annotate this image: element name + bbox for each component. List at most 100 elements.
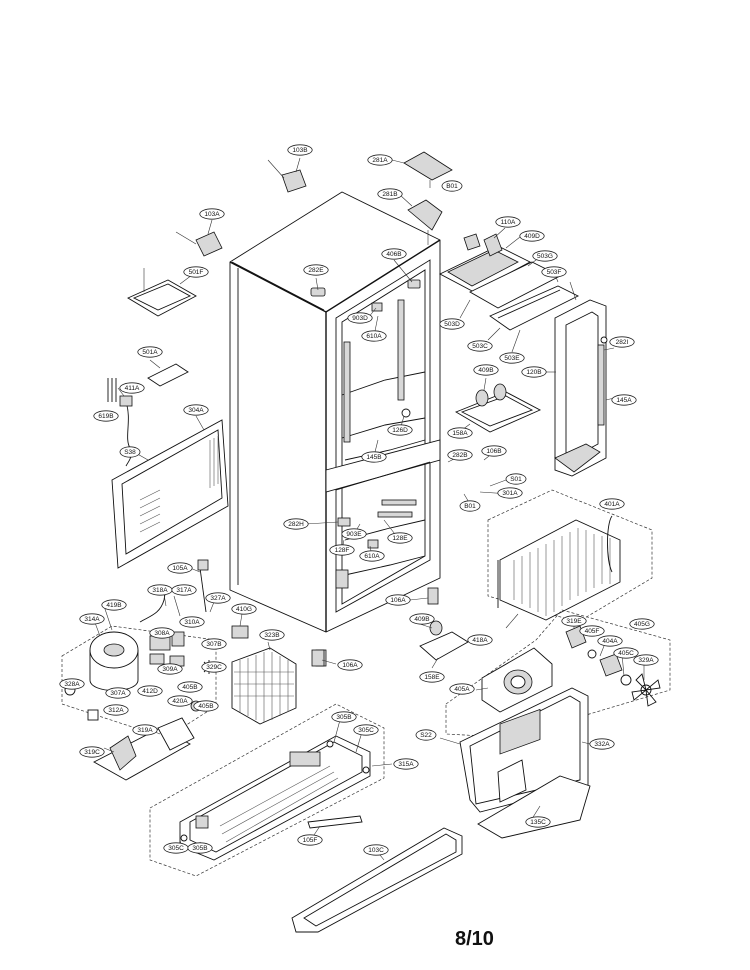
part-label-text: 158A: [452, 430, 468, 437]
part-label-405a: 405A: [449, 683, 475, 695]
part-label-text: 328A: [64, 681, 80, 688]
part-label-281a: 281A: [367, 154, 393, 166]
part-label-282h: 282H: [283, 518, 309, 530]
part-label-text: 405C: [618, 650, 634, 657]
part-label-text: 105F: [303, 837, 318, 844]
part-label-text: 404A: [602, 638, 618, 645]
rod-105f: [307, 815, 363, 839]
part-label-text: 619B: [98, 413, 113, 420]
part-label-text: 307B: [206, 641, 221, 648]
part-label-text: 503G: [537, 253, 553, 260]
part-label-332a: 332A: [589, 738, 615, 750]
part-label-329c: 329C: [201, 661, 227, 673]
control-panel-assembly: [439, 227, 580, 353]
evap-fan-motor: [565, 620, 661, 707]
part-label-304a: 304A: [183, 404, 209, 416]
part-label-text: 106A: [342, 662, 358, 669]
part-label-409d: 409D: [519, 230, 545, 242]
part-label-610a: 610A: [361, 330, 387, 342]
part-label-106a: 106A: [385, 594, 411, 606]
part-label-b01: B01: [441, 180, 463, 192]
part-label-text: B01: [464, 503, 476, 510]
part-label-412d: 412D: [137, 685, 163, 697]
part-label-text: 401A: [604, 501, 620, 508]
pcb-501a: [147, 359, 189, 387]
part-label-text: 106A: [390, 597, 406, 604]
part-label-105f: 105F: [297, 834, 323, 846]
part-label-text: 503F: [547, 269, 562, 276]
part-label-327a: 327A: [205, 592, 231, 604]
part-label-406b: 406B: [381, 248, 407, 260]
part-label-404a: 404A: [597, 635, 623, 647]
part-label-text: 405B: [198, 703, 213, 710]
part-label-text: 126D: [392, 427, 408, 434]
compressor-assembly: [61, 559, 217, 739]
part-label-307b: 307B: [201, 638, 227, 650]
part-label-305c: 305C: [163, 842, 189, 854]
page-number: 8/10: [455, 928, 494, 950]
part-label-text: S22: [420, 732, 432, 739]
part-label-903e: 903E: [341, 528, 367, 540]
part-label-305b: 305B: [187, 842, 213, 854]
part-label-103a: 103A: [199, 208, 225, 220]
part-label-text: 610A: [364, 553, 380, 560]
part-label-128e: 128E: [387, 532, 413, 544]
part-label-text: 305B: [192, 845, 207, 852]
part-label-text: 409B: [414, 616, 429, 623]
part-label-text: 106B: [486, 448, 501, 455]
part-label-418a: 418A: [467, 634, 493, 646]
fan-blade-icon: [631, 673, 661, 707]
part-label-b01: B01: [459, 500, 481, 512]
part-label-409b: 409B: [473, 364, 499, 376]
evaporator-418a: [487, 489, 653, 629]
part-label-307a: 307A: [105, 687, 131, 699]
part-label-text: 319A: [137, 727, 153, 734]
part-label-text: 308A: [154, 630, 170, 637]
part-label-text: 103C: [368, 847, 384, 854]
part-label-text: 405G: [634, 621, 650, 628]
part-label-text: 105A: [172, 565, 188, 572]
part-label-301a: 301A: [497, 487, 523, 499]
part-label-text: 503E: [504, 355, 520, 362]
part-label-409b: 409B: [409, 613, 435, 625]
part-label-145a: 145A: [611, 394, 637, 406]
part-label-text: 501F: [189, 269, 204, 276]
part-label-text: 503C: [472, 343, 488, 350]
part-label-text: 405F: [585, 628, 600, 635]
part-label-314a: 314A: [79, 613, 105, 625]
part-label-503e: 503E: [499, 352, 525, 364]
part-label-text: 110A: [501, 219, 516, 226]
part-label-text: 329A: [638, 657, 654, 664]
part-label-text: 419B: [106, 602, 121, 609]
part-label-103b: 103B: [287, 144, 313, 156]
part-label-318a: 318A: [147, 584, 173, 596]
part-label-158a: 158A: [447, 427, 473, 439]
part-label-503g: 503G: [532, 250, 558, 262]
part-label-s22: S22: [415, 729, 437, 741]
part-label-text: 281B: [382, 191, 397, 198]
part-label-text: B01: [446, 183, 458, 190]
part-label-309a: 309A: [157, 663, 183, 675]
part-label-text: 903D: [352, 315, 368, 322]
compressor-base-319c: [93, 717, 195, 781]
top-hinge-parts: [127, 151, 453, 317]
part-label-319a: 319A: [132, 724, 158, 736]
part-label-410g: 410G: [231, 603, 257, 615]
part-label-501f: 501F: [183, 266, 209, 278]
part-label-411a: 411A: [119, 382, 145, 394]
part-label-310a: 310A: [179, 616, 205, 628]
part-label-282i: 282I: [609, 336, 635, 348]
part-label-text: 282B: [452, 452, 467, 459]
part-label-text: 318A: [152, 587, 168, 594]
part-label-text: 503D: [444, 321, 460, 328]
part-label-text: 128F: [335, 547, 350, 554]
part-label-s38: S38: [119, 446, 141, 458]
part-label-503d: 503D: [439, 318, 465, 330]
part-label-text: 314A: [84, 616, 100, 623]
part-label-501a: 501A: [137, 346, 163, 358]
part-label-text: 315A: [398, 761, 414, 768]
part-label-text: 145A: [616, 397, 632, 404]
part-label-text: 158E: [424, 674, 440, 681]
part-label-903d: 903D: [347, 312, 373, 324]
